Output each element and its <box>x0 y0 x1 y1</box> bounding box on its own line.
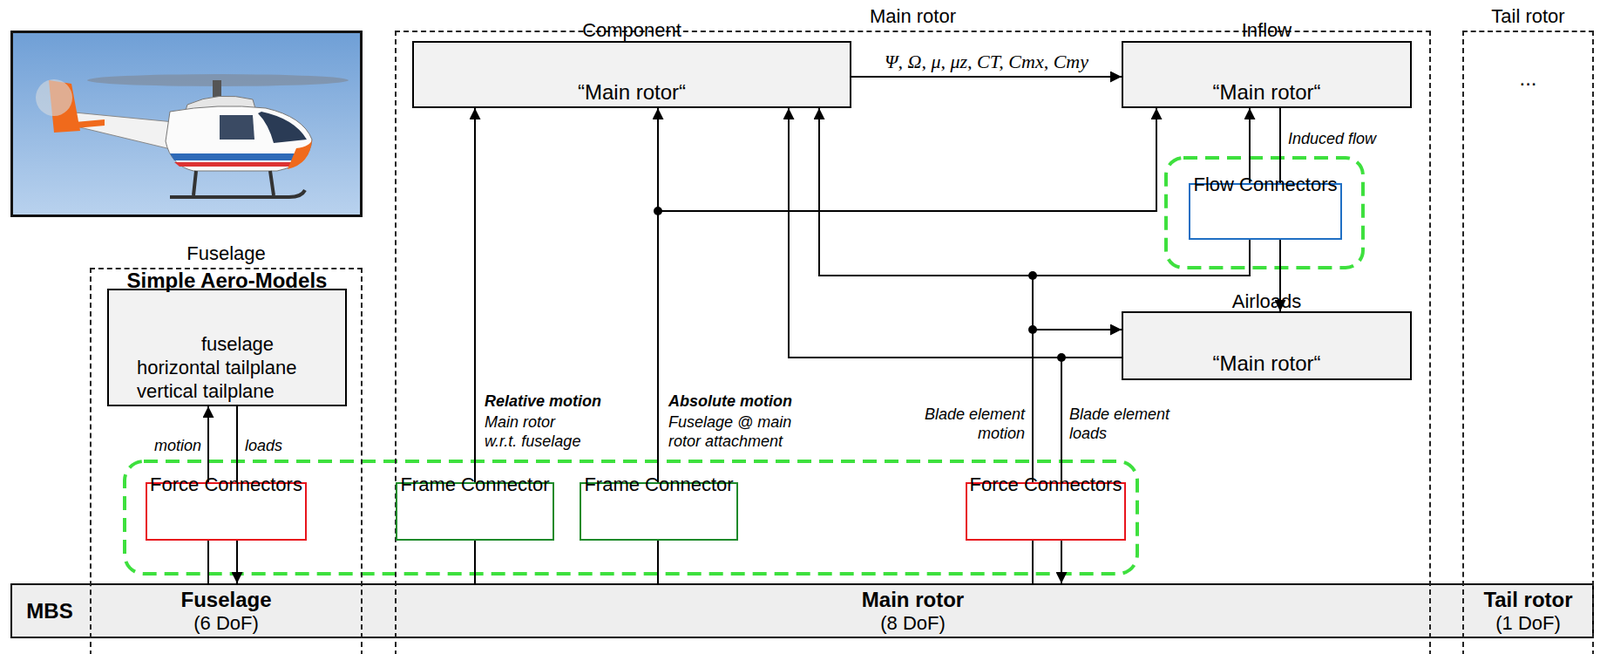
node-text: “Main rotor“ <box>577 81 686 104</box>
annotation-label: Blade element loads <box>1069 404 1192 443</box>
bar-cell: Fuselage(6 DoF) <box>89 583 363 638</box>
annotation-label: Induced flow <box>1288 128 1377 149</box>
connector <box>819 108 1033 482</box>
connector <box>1060 540 1063 584</box>
annotation-label: Relative motion <box>484 391 602 411</box>
node-title: Airloads <box>1232 290 1302 313</box>
connector <box>207 540 210 584</box>
node-text: “Main rotor“ <box>1212 352 1321 375</box>
bar-cell: Main rotor(8 DoF) <box>394 583 1431 638</box>
node-title: Flow Connectors <box>1193 173 1337 197</box>
junction-dot <box>1028 325 1038 334</box>
model-box: Simple Aero-Modelsfuselagehorizontal tai… <box>107 288 347 407</box>
nose-paint <box>287 139 312 170</box>
region-outline: FuselageSimple Aero-Modelsfuselagehorizo… <box>89 267 363 654</box>
region-outline: Main rotor Component“Main rotor“ Inflow“Ma… <box>394 30 1431 654</box>
connector <box>1248 108 1251 184</box>
skid <box>169 189 306 197</box>
connector-box: Force Connectors <box>145 481 307 541</box>
tail-rotor-disc <box>35 79 73 116</box>
connector <box>657 540 659 584</box>
connector <box>851 75 1122 78</box>
blue-stripe <box>169 153 309 161</box>
node-title: Component <box>582 19 682 42</box>
process-box: Inflow“Main rotor“ <box>1121 40 1412 109</box>
node-title: Main rotor <box>861 587 964 612</box>
annotation-label: Absolute motion <box>668 391 793 411</box>
node-title: Fuselage <box>91 242 361 265</box>
node-text: (6 DoF) <box>193 611 259 635</box>
annotation-label: Main rotor w.r.t. fuselage <box>484 412 588 451</box>
node-title: Fuselage <box>180 587 272 612</box>
node-title: MBS <box>12 598 88 624</box>
edge-label: Ψ, Ω, μ, μz, CT, Cmx, Cmy <box>881 50 1092 74</box>
skid-struts <box>193 170 274 196</box>
connector-box: Flow Connectors <box>1188 183 1343 240</box>
side-window <box>219 115 255 140</box>
annotation-label: Fuselage @ main rotor attachment <box>668 412 800 451</box>
connector-group-outline <box>124 461 1138 574</box>
junction-dot <box>1028 271 1038 280</box>
bar-cell: Tail rotor(1 DoF) <box>1462 583 1594 638</box>
connector-layer <box>208 76 1281 584</box>
node-text: vertical tailplane <box>115 379 339 403</box>
node-title: Force Connectors <box>149 473 303 496</box>
node-text: ... <box>1464 67 1593 90</box>
connector <box>1031 540 1034 584</box>
connector-box: Frame Connector <box>579 481 739 541</box>
node-text: horizontal tailplane <box>115 355 339 380</box>
connector <box>1279 108 1282 184</box>
node-text: (8 DoF) <box>880 611 946 635</box>
red-stripe <box>174 162 297 167</box>
node-title: Tail rotor <box>1464 5 1593 28</box>
connector <box>474 540 476 584</box>
connector <box>788 108 1122 358</box>
node-title: Force Connectors <box>969 473 1123 496</box>
tail-boom <box>65 111 175 150</box>
photo-frame <box>12 32 362 217</box>
annotation-label: motion <box>131 435 202 455</box>
connector-group-outline <box>1166 157 1363 268</box>
connector <box>236 540 238 584</box>
cockpit-window <box>257 111 307 143</box>
node-title: Tail rotor <box>1483 587 1573 612</box>
node-text: (1 DoF) <box>1495 611 1561 635</box>
node-title: Frame Connector <box>583 473 733 496</box>
junction-dot <box>653 206 663 216</box>
node-title: Simple Aero-Models <box>115 268 339 293</box>
connector <box>207 406 210 482</box>
connector <box>236 406 238 482</box>
annotation-label: Blade element motion <box>902 404 1025 443</box>
connector-box: Frame Connector <box>395 481 555 541</box>
junction-dots <box>653 206 1066 362</box>
node-title: Frame Connector <box>400 473 550 496</box>
node-text: fuselage <box>115 332 339 356</box>
node-text: “Main rotor“ <box>1212 81 1321 104</box>
mbs-bar: MBSFuselage(6 DoF)Main rotor(8 DoF)Tail … <box>10 583 1594 638</box>
process-box: Component“Main rotor“ <box>412 40 852 109</box>
junction-dot <box>1057 352 1066 362</box>
process-box: Airloads“Main rotor“ <box>1121 311 1412 380</box>
helicopter-photo <box>12 32 362 217</box>
connector-box: Force Connectors <box>965 481 1126 541</box>
fuselage-body <box>165 106 312 171</box>
annotation-label: loads <box>244 435 283 455</box>
region-outline: Tail rotor... <box>1462 30 1594 654</box>
stabilizer <box>74 119 105 129</box>
connector <box>474 108 476 482</box>
node-title: Inflow <box>1241 19 1292 42</box>
